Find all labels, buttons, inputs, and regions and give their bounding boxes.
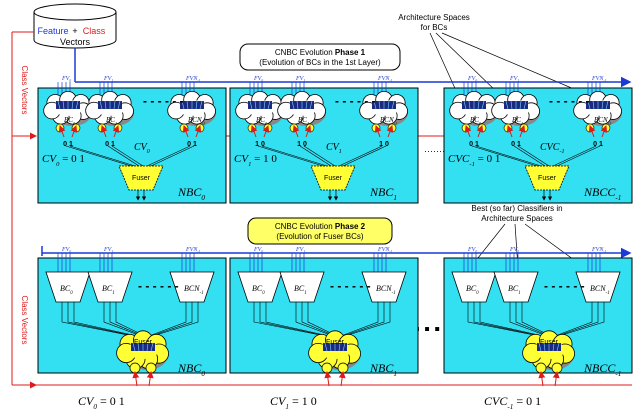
phase2-network-1: FV0FV1FVN-1BC0BC1BCN-1- - - - - -FuserNB… — [230, 247, 418, 386]
fuser-output-node — [536, 363, 546, 373]
bc-ellipsis: - - - - - - — [335, 94, 376, 108]
bc-output-node — [98, 124, 106, 132]
db-plus-label: + — [72, 26, 77, 36]
fv-label: FV1 — [509, 76, 519, 83]
fv-label: FVN-1 — [377, 247, 393, 254]
bc-ellipsis: - - - - - - — [544, 279, 585, 293]
side-label-top: Class Vectors — [20, 66, 29, 115]
class-target-arrow — [327, 372, 329, 386]
nbc-label: NBC1 — [369, 361, 397, 378]
class-target-arrow — [541, 372, 543, 386]
arch-spaces-line2: for BCs — [421, 23, 448, 32]
phase1-title-b: Phase 1 — [335, 48, 366, 57]
side-label-bottom: Class Vectors — [20, 296, 29, 345]
phase1-subtitle: (Evolution of BCs in the 1st Layer) — [259, 58, 381, 67]
bc-output-node — [180, 124, 188, 132]
bc-output-node — [114, 124, 122, 132]
phase1-network-1: FV0FV1FVN-1BC01 0BC11 0BCN-11 0- - - - -… — [230, 76, 418, 203]
fuser-output-node — [146, 363, 156, 373]
fuser-label: Fuser — [538, 175, 557, 182]
db-feature-label: Feature — [37, 26, 68, 36]
bc-output-node — [290, 124, 298, 132]
phase2-network-0: FV0FV1FVN-1BC0BC1BCN-1- - - - - -FuserNB… — [38, 247, 226, 386]
class-target-arrow — [135, 372, 137, 386]
nbc-label: NBC0 — [177, 361, 205, 378]
target-bits: 1 0 — [255, 141, 265, 148]
bc-output-node — [306, 124, 314, 132]
class-vectors-side-line: Class Vectors Class Vectors — [12, 32, 36, 385]
fuser-output-node — [322, 363, 332, 373]
bc-output-node — [248, 124, 256, 132]
fv-label: FV0 — [253, 76, 263, 83]
fv-label: FV0 — [253, 247, 263, 254]
best-line1: Best (so far) Classifiers in — [471, 204, 562, 213]
target-bits: 0 1 — [469, 141, 479, 148]
bc-output-node — [388, 124, 396, 132]
feature-class-vectors-db: Feature + Class Vectors — [34, 4, 116, 48]
fuser-label: Fuser — [324, 175, 343, 182]
class-target-arrow — [555, 372, 557, 386]
fv-label: FVN-1 — [185, 76, 201, 83]
db-class-label: Class — [83, 26, 106, 36]
bc-output-node — [602, 124, 610, 132]
fv-label: FV0 — [467, 76, 477, 83]
bottom-cv-label: CV1 = 1 0 — [270, 394, 317, 411]
fv-label: FV1 — [509, 247, 519, 254]
fv-label: FV0 — [61, 247, 71, 254]
arch-spaces-line1: Architecture Spaces — [398, 13, 470, 22]
fuser-label: Fuser — [326, 339, 345, 346]
bc-output-node — [196, 124, 204, 132]
phase2-title-a: CNBC Evolution — [275, 222, 335, 231]
phase2-box: CNBC Evolution Phase 2 (Evolution of Fus… — [248, 218, 392, 244]
phase2-title-b: Phase 2 — [335, 222, 366, 231]
bc-output-node — [586, 124, 594, 132]
svg-text:CNBC Evolution Phase 1: CNBC Evolution Phase 1 — [275, 48, 366, 57]
fuser-output-node — [552, 363, 562, 373]
fv-label: FVN-1 — [591, 76, 607, 83]
fuser-label: Fuser — [134, 339, 153, 346]
fv-label: FVN-1 — [591, 247, 607, 254]
fuser-label: Fuser — [540, 339, 559, 346]
bc-output-node — [372, 124, 380, 132]
fuser-output-node — [130, 363, 140, 373]
fv-label: FV1 — [103, 76, 113, 83]
fv-label: FVN-1 — [377, 76, 393, 83]
bc-ellipsis: - - - - - - — [138, 279, 179, 293]
bc-output-node — [462, 124, 470, 132]
fuser-output-node — [338, 363, 348, 373]
phase1-box: CNBC Evolution Phase 1 (Evolution of BCs… — [240, 44, 400, 70]
class-target-arrow — [341, 372, 343, 386]
fv-label: FV0 — [61, 76, 71, 83]
bc-output-node — [478, 124, 486, 132]
bc-output-node — [264, 124, 272, 132]
bc-output-node — [520, 124, 528, 132]
best-line2: Architecture Spaces — [481, 214, 553, 223]
phase1-network-0: FV0FV1FVN-1BC00 1BC10 1BCN-10 1- - - - -… — [38, 76, 226, 203]
bottom-cv-label: CVC-1 = 0 1 — [484, 394, 541, 411]
bc-ellipsis: - - - - - - — [330, 279, 371, 293]
phase2-subtitle: (Evolution of Fuser BCs) — [276, 232, 363, 241]
phase2-network-2: FV0FV1FVN-1BC0BC1BCN-1- - - - - -FuserNB… — [444, 247, 632, 386]
fv-label: FV1 — [295, 76, 305, 83]
bc-output-node — [56, 124, 64, 132]
fuser-label: Fuser — [132, 175, 151, 182]
fv-label: FV1 — [103, 247, 113, 254]
target-bits: 0 1 — [63, 141, 73, 148]
class-target-arrow — [149, 372, 151, 386]
bottom-cv-label: CV0 = 0 1 — [78, 394, 125, 411]
fv-label: FV0 — [467, 247, 477, 254]
phase1-title-a: CNBC Evolution — [275, 48, 335, 57]
bc-ellipsis: - - - - - - — [549, 94, 590, 108]
fv-label: FVN-1 — [185, 247, 201, 254]
bc-ellipsis: - - - - - - — [143, 94, 184, 108]
fv-label: FV1 — [295, 247, 305, 254]
bc-output-node — [504, 124, 512, 132]
db-vectors-label: Vectors — [60, 37, 91, 47]
bc-output-node — [72, 124, 80, 132]
svg-text:CNBC Evolution Phase 2: CNBC Evolution Phase 2 — [275, 222, 366, 231]
